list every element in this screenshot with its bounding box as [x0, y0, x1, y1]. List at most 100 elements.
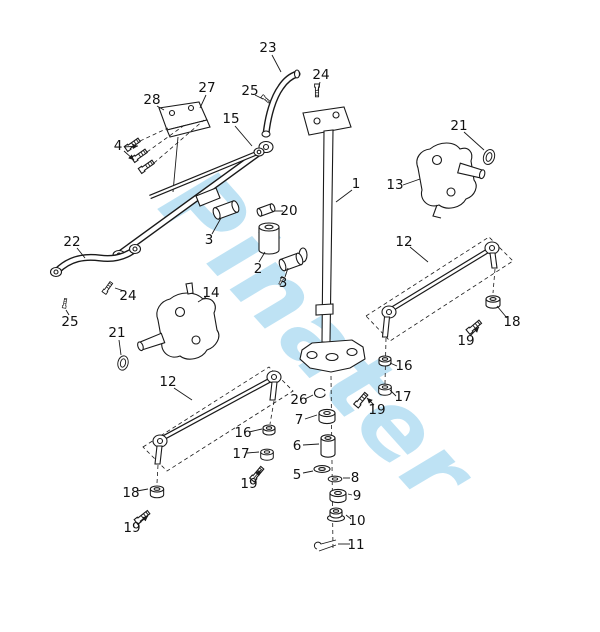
leader-line-15 — [234, 125, 253, 147]
leader-line-21 — [463, 131, 485, 151]
part-label-25: 25 — [61, 314, 78, 330]
part-label-21: 21 — [108, 325, 125, 341]
part-label-18: 18 — [122, 485, 139, 501]
part-label-1: 1 — [352, 176, 361, 192]
leader-line-14 — [197, 296, 207, 303]
nut-part16-left — [262, 424, 276, 436]
leader-line-19 — [252, 469, 262, 480]
part-label-18: 18 — [503, 314, 520, 330]
grommet-part18-right — [485, 295, 501, 309]
part-label-27: 27 — [198, 80, 215, 96]
part-label-24: 24 — [119, 288, 136, 304]
part-label-12: 12 — [159, 374, 176, 390]
leader-line-18 — [496, 305, 508, 319]
ring-part21-right — [481, 147, 497, 167]
leader-line-28 — [156, 105, 165, 111]
bushing-part2 — [258, 222, 280, 255]
leader-line-9 — [347, 493, 353, 496]
leader-line-10 — [345, 514, 352, 520]
cup-part9 — [329, 488, 347, 504]
circlip-part26 — [313, 387, 328, 399]
part-label-22: 22 — [63, 234, 80, 250]
bolt-part19-center — [353, 391, 370, 409]
part-label-17: 17 — [394, 389, 411, 405]
grommet-part17-left — [260, 448, 274, 461]
leader-line-21 — [118, 339, 122, 356]
leader-line-22 — [76, 247, 86, 259]
leader-line-24 — [317, 81, 321, 91]
leader-line-17 — [389, 389, 397, 397]
leader-line-16 — [389, 362, 398, 367]
ring-part21-left — [116, 354, 130, 372]
leader-line-12 — [173, 387, 193, 401]
leader-line-19 — [366, 397, 375, 406]
grommet-part17-right — [378, 383, 392, 396]
cotter-pin-part11 — [313, 539, 337, 552]
leader-line-16 — [248, 428, 263, 433]
part-label-11: 11 — [347, 537, 364, 553]
tie-rod-left — [133, 366, 294, 525]
part-label-15: 15 — [222, 111, 239, 127]
leader-line-4 — [123, 143, 139, 150]
leader-line-17 — [246, 451, 260, 454]
leader-line-7 — [304, 414, 318, 420]
tie-rod-right — [353, 236, 514, 409]
leader-line-27 — [199, 94, 207, 109]
flange-nut-part10 — [326, 507, 346, 522]
washer-part5 — [313, 465, 331, 473]
bent-tube-23 — [260, 69, 320, 138]
leader-line-6 — [302, 443, 320, 446]
part-label-24: 24 — [312, 67, 329, 83]
leader-line-23 — [271, 54, 282, 73]
part-label-19: 19 — [457, 333, 474, 349]
leader-line-12 — [409, 246, 429, 263]
part-label-8: 8 — [351, 470, 360, 486]
part-label-5: 5 — [293, 467, 302, 483]
screw-part25-left — [61, 297, 68, 309]
part-label-28: 28 — [143, 92, 160, 108]
leader-line-25 — [254, 94, 264, 100]
part-label-7: 7 — [295, 412, 304, 428]
part-label-4: 4 — [114, 138, 123, 154]
hardware-stack — [313, 375, 347, 552]
part-label-16: 16 — [234, 425, 251, 441]
part-label-23: 23 — [259, 40, 276, 56]
leader-line-13 — [402, 178, 421, 186]
part-label-2: 2 — [254, 261, 263, 277]
clamp-part3-lower — [278, 252, 304, 272]
leader-line-19 — [137, 515, 149, 525]
part-label-19: 19 — [240, 476, 257, 492]
leader-line-19 — [469, 326, 480, 337]
part-label-6: 6 — [293, 438, 302, 454]
part-label-26: 26 — [290, 392, 307, 408]
part-label-21: 21 — [450, 118, 467, 134]
leader-line-3 — [284, 267, 289, 278]
part-label-19: 19 — [123, 520, 140, 536]
bent-rod-22 — [49, 243, 142, 309]
part-label-16: 16 — [395, 358, 412, 374]
leader-line-18 — [136, 488, 149, 492]
leader-line-3 — [211, 217, 222, 235]
grommet-part18-left — [149, 485, 165, 499]
part-label-20: 20 — [280, 203, 297, 219]
bolt-part24-left — [101, 280, 114, 295]
leader-line-24 — [114, 287, 125, 292]
bushing-part6 — [320, 434, 336, 458]
part-label-12: 12 — [395, 234, 412, 250]
part-label-9: 9 — [353, 488, 362, 504]
part-label-3: 3 — [279, 275, 288, 291]
leader-line-4 — [123, 150, 135, 161]
nut-part16-right — [378, 355, 392, 367]
leader-line-1 — [335, 189, 353, 203]
center-bushings — [212, 200, 304, 286]
part-label-17: 17 — [232, 446, 249, 462]
part-label-25: 25 — [241, 83, 258, 99]
cup-part7 — [318, 408, 336, 425]
steering-shaft — [298, 106, 366, 373]
leader-line-26 — [304, 394, 314, 400]
knuckle-right — [416, 142, 497, 219]
part-label-10: 10 — [348, 513, 365, 529]
